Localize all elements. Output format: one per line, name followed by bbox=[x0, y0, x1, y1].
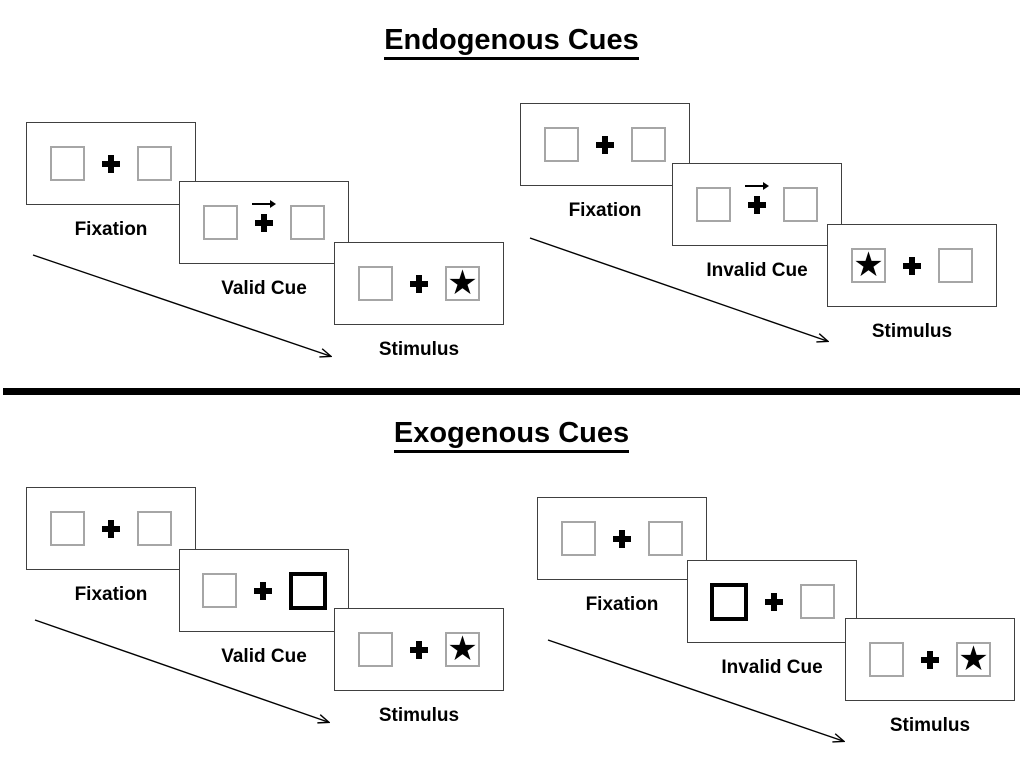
timeline-arrow bbox=[529, 237, 827, 341]
left-highlight-cue-box bbox=[709, 582, 748, 621]
valid-cue-panel bbox=[179, 181, 349, 264]
stimulus-panel: ★ bbox=[827, 224, 997, 307]
star-icon: ★ bbox=[447, 263, 478, 303]
fixation-cross-icon bbox=[410, 274, 428, 293]
right-placeholder-box bbox=[137, 146, 172, 181]
fixation-cross-area bbox=[410, 274, 428, 293]
section-divider bbox=[3, 388, 1020, 395]
timeline-arrow bbox=[34, 619, 328, 722]
fixation-panel bbox=[26, 122, 196, 205]
fixation-cross-area bbox=[764, 592, 783, 611]
left-placeholder-box bbox=[50, 511, 85, 546]
fixation-panel bbox=[26, 487, 196, 570]
cue-arrow-right-icon bbox=[252, 199, 276, 208]
left-placeholder-box bbox=[544, 127, 579, 162]
left-placeholder-box bbox=[869, 642, 904, 677]
fixation-cross-icon bbox=[255, 213, 273, 232]
right-stimulus-box: ★ bbox=[445, 632, 480, 667]
section-title-exogenous: Exogenous Cues bbox=[0, 417, 1023, 453]
step-label-stimulus: Stimulus bbox=[378, 705, 460, 726]
right-placeholder-box bbox=[137, 511, 172, 546]
right-placeholder-box bbox=[648, 521, 683, 556]
fixation-panel bbox=[537, 497, 707, 580]
step-label-stimulus: Stimulus bbox=[871, 321, 953, 342]
left-placeholder-box bbox=[50, 146, 85, 181]
star-icon: ★ bbox=[853, 245, 884, 285]
fixation-cross-icon bbox=[903, 256, 921, 275]
timeline-arrow bbox=[32, 254, 330, 356]
fixation-panel bbox=[520, 103, 690, 186]
step-label-fixation: Fixation bbox=[568, 200, 642, 221]
fixation-cross-area bbox=[596, 135, 614, 154]
left-placeholder-box bbox=[358, 632, 393, 667]
fixation-cross-area bbox=[745, 181, 769, 214]
step-label-valid-cue: Valid Cue bbox=[221, 646, 307, 667]
right-highlight-cue-box bbox=[288, 571, 327, 610]
step-label-fixation: Fixation bbox=[585, 594, 659, 615]
fixation-cross-icon bbox=[102, 519, 120, 538]
step-label-invalid-cue: Invalid Cue bbox=[706, 260, 808, 281]
cue-arrow-right-icon bbox=[745, 181, 769, 190]
star-icon: ★ bbox=[447, 629, 478, 669]
stimulus-panel: ★ bbox=[845, 618, 1015, 701]
fixation-cross-icon bbox=[921, 650, 939, 669]
fixation-cross-icon bbox=[613, 529, 631, 548]
right-placeholder-box bbox=[783, 187, 818, 222]
fixation-cross-icon bbox=[410, 640, 428, 659]
left-placeholder-box bbox=[696, 187, 731, 222]
fixation-cross-icon bbox=[748, 195, 766, 214]
invalid-cue-panel bbox=[672, 163, 842, 246]
fixation-cross-area bbox=[102, 154, 120, 173]
step-label-stimulus: Stimulus bbox=[378, 339, 460, 360]
step-label-fixation: Fixation bbox=[74, 219, 148, 240]
fixation-cross-area bbox=[613, 529, 631, 548]
star-icon: ★ bbox=[958, 639, 989, 679]
fixation-cross-icon bbox=[102, 154, 120, 173]
left-placeholder-box bbox=[561, 521, 596, 556]
invalid-cue-panel bbox=[687, 560, 857, 643]
section-title-endogenous: Endogenous Cues bbox=[0, 24, 1023, 60]
fixation-cross-area bbox=[252, 199, 276, 232]
right-stimulus-box: ★ bbox=[956, 642, 991, 677]
right-placeholder-box bbox=[799, 584, 835, 619]
fixation-cross-icon bbox=[253, 581, 272, 600]
fixation-cross-area bbox=[903, 256, 921, 275]
section-title-text: Endogenous Cues bbox=[384, 24, 639, 60]
right-placeholder-box bbox=[938, 248, 973, 283]
left-placeholder-box bbox=[203, 205, 238, 240]
timeline-arrow bbox=[547, 639, 843, 741]
section-title-text: Exogenous Cues bbox=[393, 417, 630, 453]
fixation-cross-icon bbox=[764, 592, 783, 611]
left-placeholder-box bbox=[201, 573, 237, 608]
right-stimulus-box: ★ bbox=[445, 266, 480, 301]
fixation-cross-area bbox=[921, 650, 939, 669]
valid-cue-panel bbox=[179, 549, 349, 632]
left-stimulus-box: ★ bbox=[851, 248, 886, 283]
fixation-cross-area bbox=[253, 581, 272, 600]
step-label-stimulus: Stimulus bbox=[889, 715, 971, 736]
fixation-cross-icon bbox=[596, 135, 614, 154]
fixation-cross-area bbox=[410, 640, 428, 659]
step-label-valid-cue: Valid Cue bbox=[221, 278, 307, 299]
right-placeholder-box bbox=[631, 127, 666, 162]
step-label-fixation: Fixation bbox=[74, 584, 148, 605]
fixation-cross-area bbox=[102, 519, 120, 538]
left-placeholder-box bbox=[358, 266, 393, 301]
stimulus-panel: ★ bbox=[334, 242, 504, 325]
stimulus-panel: ★ bbox=[334, 608, 504, 691]
right-placeholder-box bbox=[290, 205, 325, 240]
step-label-invalid-cue: Invalid Cue bbox=[721, 657, 823, 678]
